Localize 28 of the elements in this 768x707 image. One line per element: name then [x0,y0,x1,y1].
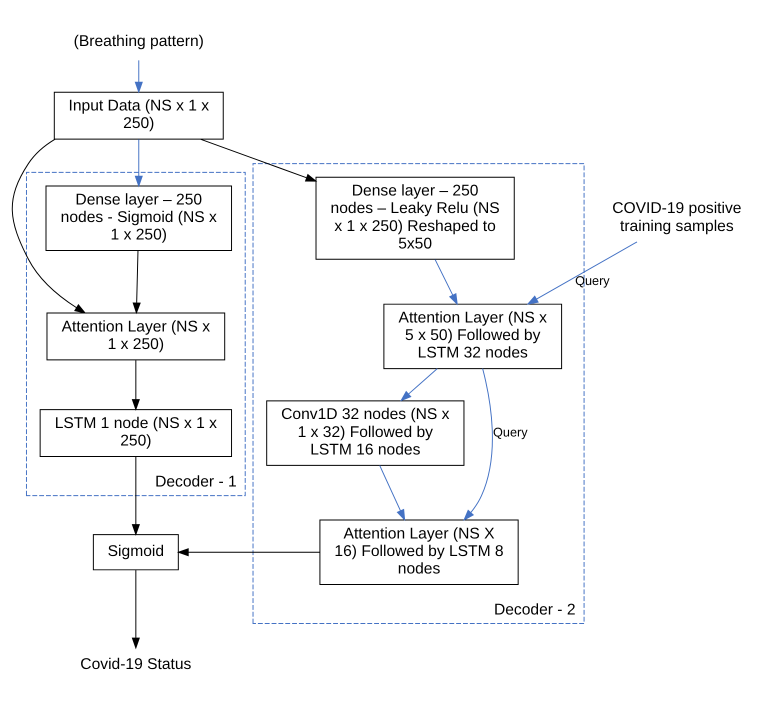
node-box: Attention Layer (NS x 1 x 250) [46,312,226,360]
node-box: Input Data (NS x 1 x 250) [54,91,224,140]
edge-label: Query [575,274,610,288]
node-box: Sigmoid [92,534,179,570]
arrow [400,368,438,402]
arrow [12,138,86,314]
node-box: Attention Layer (NS x 5 x 50) Followed by LSTM 32 nodes [383,303,562,369]
arrow [132,359,140,410]
arrow [132,456,140,536]
edge-label: Query [493,424,528,439]
arrow [379,464,406,521]
node-text: (Breathing pattern) [74,32,204,50]
node-text: Covid-19 Status [80,656,192,673]
arrow [134,138,143,187]
node-box: Conv1D 32 nodes (NS x 1 x 32) Followed by LSTM 16 nodes [266,400,464,466]
arrow [434,258,458,305]
arrow [526,240,638,304]
arrow [132,250,141,314]
arrow [200,138,318,182]
arrow [176,548,320,556]
node-box: Attention Layer (NS X 16) Followed by LSTM 8 nodes [319,519,519,584]
arrow [463,368,493,520]
node-box: Dense layer – 250 nodes – Leaky Relu (NS x 1 x 250) Reshaped to 5x50 [316,176,515,260]
node-text: COVID-19 positive training samples [612,200,742,234]
node-box: Dense layer – 250 nodes - Sigmoid (NS x 1 x 250) [46,185,232,250]
arrow [132,569,140,649]
node-box: LSTM 1 node (NS x 1 x 250) [40,408,232,457]
arrow [134,59,143,94]
